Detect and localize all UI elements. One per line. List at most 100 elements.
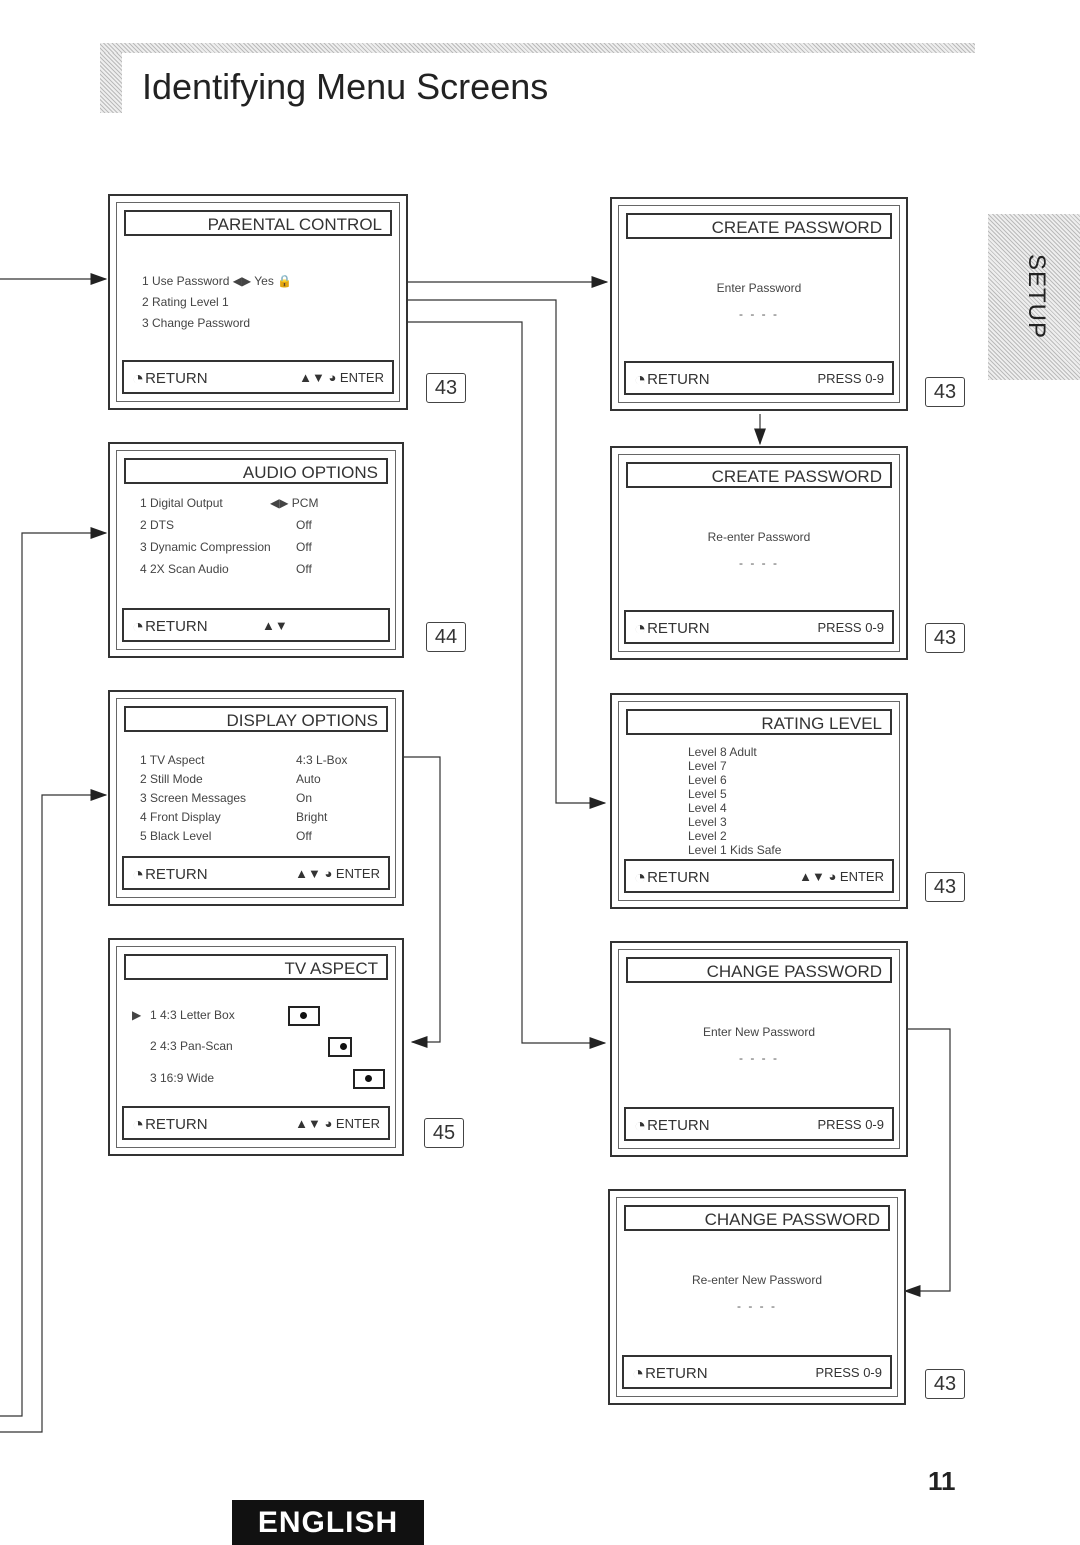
return-label[interactable]: RETURN	[132, 1114, 208, 1137]
menu-item-change-password[interactable]: 3 Change Password	[142, 316, 251, 330]
change-password-screen: CHANGE PASSWORD Enter New Password - - -…	[610, 941, 908, 1157]
nav-hint: PRESS 0-9	[817, 371, 884, 386]
screen-title: DISPLAY OPTIONS	[124, 706, 388, 732]
return-label[interactable]: RETURN	[132, 616, 208, 639]
page-reference[interactable]: 43	[925, 623, 965, 653]
rating-option[interactable]: Level 5	[688, 787, 727, 801]
password-field[interactable]: - - - -	[737, 1299, 777, 1313]
rating-level-screen: RATING LEVEL Level 8 Adult Level 7 Level…	[610, 693, 908, 909]
rating-option[interactable]: Level 4	[688, 801, 727, 815]
parental-control-screen: PARENTAL CONTROL 1 Use Password ◀▶ Yes 🔒…	[108, 194, 408, 410]
page-reference[interactable]: 44	[426, 622, 466, 652]
password-prompt: Enter New Password	[702, 1025, 816, 1039]
page-reference[interactable]: 43	[426, 373, 466, 403]
return-label[interactable]: RETURN	[634, 867, 710, 890]
page-title: Identifying Menu Screens	[142, 66, 549, 107]
screen-footer: RETURN ▲▼	[122, 608, 390, 642]
nav-hint: PRESS 0-9	[817, 620, 884, 635]
menu-item-tv-aspect[interactable]: 1 TV Aspect	[140, 753, 205, 767]
menu-item-2x-scan-audio[interactable]: 4 2X Scan Audio	[140, 562, 229, 576]
audio-options-screen: AUDIO OPTIONS 1 Digital Output 2 DTS 3 D…	[108, 442, 404, 658]
screen-footer: RETURN PRESS 0-9	[622, 1355, 892, 1389]
display-options-screen: DISPLAY OPTIONS 1 TV Aspect 2 Still Mode…	[108, 690, 404, 906]
menu-item-dts[interactable]: 2 DTS	[140, 518, 175, 532]
screen-title: CHANGE PASSWORD	[624, 1205, 890, 1231]
aspect-option-letter-box[interactable]: 1 4:3 Letter Box	[150, 1008, 235, 1022]
screen-title: RATING LEVEL	[626, 709, 892, 735]
password-prompt: Re-enter Password	[707, 530, 811, 544]
page-reference[interactable]: 43	[925, 1369, 965, 1399]
password-prompt: Enter Password	[716, 281, 802, 295]
rating-option[interactable]: Level 8 Adult	[688, 745, 757, 759]
menu-item-black-level[interactable]: 5 Black Level	[140, 829, 212, 843]
nav-hint: ▲▼ ◕ ENTER	[299, 370, 384, 385]
rating-option[interactable]: Level 6	[688, 773, 727, 787]
menu-value: Off	[296, 518, 312, 532]
letterbox-icon	[288, 1006, 320, 1026]
nav-hint: PRESS 0-9	[815, 1365, 882, 1380]
return-label[interactable]: RETURN	[634, 369, 710, 392]
rating-option[interactable]: Level 3	[688, 815, 727, 829]
screen-title: CHANGE PASSWORD	[626, 957, 892, 983]
menu-value: 4:3 L-Box	[296, 753, 348, 767]
rating-option[interactable]: Level 7	[688, 759, 727, 773]
create-password-reenter-screen: CREATE PASSWORD Re-enter Password - - - …	[610, 446, 908, 660]
password-field[interactable]: - - - -	[739, 1051, 779, 1065]
nav-hint: ▲▼ ◕ ENTER	[295, 866, 380, 881]
header-band	[100, 43, 975, 53]
menu-value: Off	[296, 540, 312, 554]
create-password-screen: CREATE PASSWORD Enter Password - - - - R…	[610, 197, 908, 411]
menu-value: Off	[296, 829, 312, 843]
nav-hint: PRESS 0-9	[817, 1117, 884, 1132]
screen-title: TV ASPECT	[124, 954, 388, 980]
menu-item-use-password[interactable]: 1 Use Password ◀▶ Yes 🔒	[142, 274, 293, 288]
menu-item-digital-output[interactable]: 1 Digital Output	[140, 496, 223, 510]
screen-footer: RETURN ▲▼ ◕ ENTER	[122, 360, 394, 394]
page-reference[interactable]: 43	[925, 377, 965, 407]
password-field[interactable]: - - - -	[739, 307, 779, 321]
menu-value: Off	[296, 562, 312, 576]
tv-aspect-screen: TV ASPECT ▶ 1 4:3 Letter Box 2 4:3 Pan-S…	[108, 938, 404, 1156]
selection-marker: ▶	[132, 1008, 142, 1022]
menu-item-dynamic-compression[interactable]: 3 Dynamic Compression	[140, 540, 271, 554]
setup-side-tab: SETUP	[988, 214, 1080, 380]
screen-footer: RETURN ▲▼ ◕ ENTER	[122, 856, 390, 890]
nav-hint: ▲▼	[262, 618, 288, 633]
header-accent	[100, 53, 122, 113]
nav-hint: ▲▼ ◕ ENTER	[295, 1116, 380, 1131]
setup-tab-label: SETUP	[1023, 254, 1050, 340]
page-reference[interactable]: 45	[424, 1118, 464, 1148]
rating-level-arrow	[318, 299, 607, 809]
menu-value: Auto	[296, 772, 321, 786]
nav-hint: ▲▼ ◕ ENTER	[799, 869, 884, 884]
menu-item-screen-messages[interactable]: 3 Screen Messages	[140, 791, 247, 805]
aspect-option-wide[interactable]: 3 16:9 Wide	[150, 1071, 215, 1085]
menu-value: ◀▶ PCM	[270, 496, 319, 510]
pan-scan-icon	[328, 1037, 353, 1057]
return-label[interactable]: RETURN	[132, 864, 208, 887]
language-badge: ENGLISH	[232, 1500, 424, 1545]
screen-title: CREATE PASSWORD	[626, 213, 892, 239]
return-label[interactable]: RETURN	[634, 618, 710, 641]
menu-item-rating-level[interactable]: 2 Rating Level 1	[142, 295, 229, 309]
screen-title: PARENTAL CONTROL	[124, 210, 392, 236]
screen-title: CREATE PASSWORD	[626, 462, 892, 488]
screen-footer: RETURN ▲▼ ◕ ENTER	[624, 859, 894, 893]
screen-footer: RETURN PRESS 0-9	[624, 1107, 894, 1141]
menu-item-still-mode[interactable]: 2 Still Mode	[140, 772, 203, 786]
password-prompt: Re-enter New Password	[691, 1273, 823, 1287]
aspect-option-pan-scan[interactable]: 2 4:3 Pan-Scan	[150, 1039, 233, 1053]
screen-footer: RETURN ▲▼ ◕ ENTER	[122, 1106, 390, 1140]
screen-footer: RETURN PRESS 0-9	[624, 361, 894, 395]
screen-title: AUDIO OPTIONS	[124, 458, 388, 484]
rating-option[interactable]: Level 1 Kids Safe	[688, 843, 782, 857]
menu-item-front-display[interactable]: 4 Front Display	[140, 810, 221, 824]
rating-option[interactable]: Level 2	[688, 829, 727, 843]
menu-value: Bright	[296, 810, 328, 824]
return-label[interactable]: RETURN	[634, 1115, 710, 1138]
password-field[interactable]: - - - -	[739, 556, 779, 570]
left-loop-inner	[0, 789, 108, 1433]
return-label[interactable]: RETURN	[132, 368, 208, 391]
page-reference[interactable]: 43	[925, 872, 965, 902]
return-label[interactable]: RETURN	[632, 1363, 708, 1386]
